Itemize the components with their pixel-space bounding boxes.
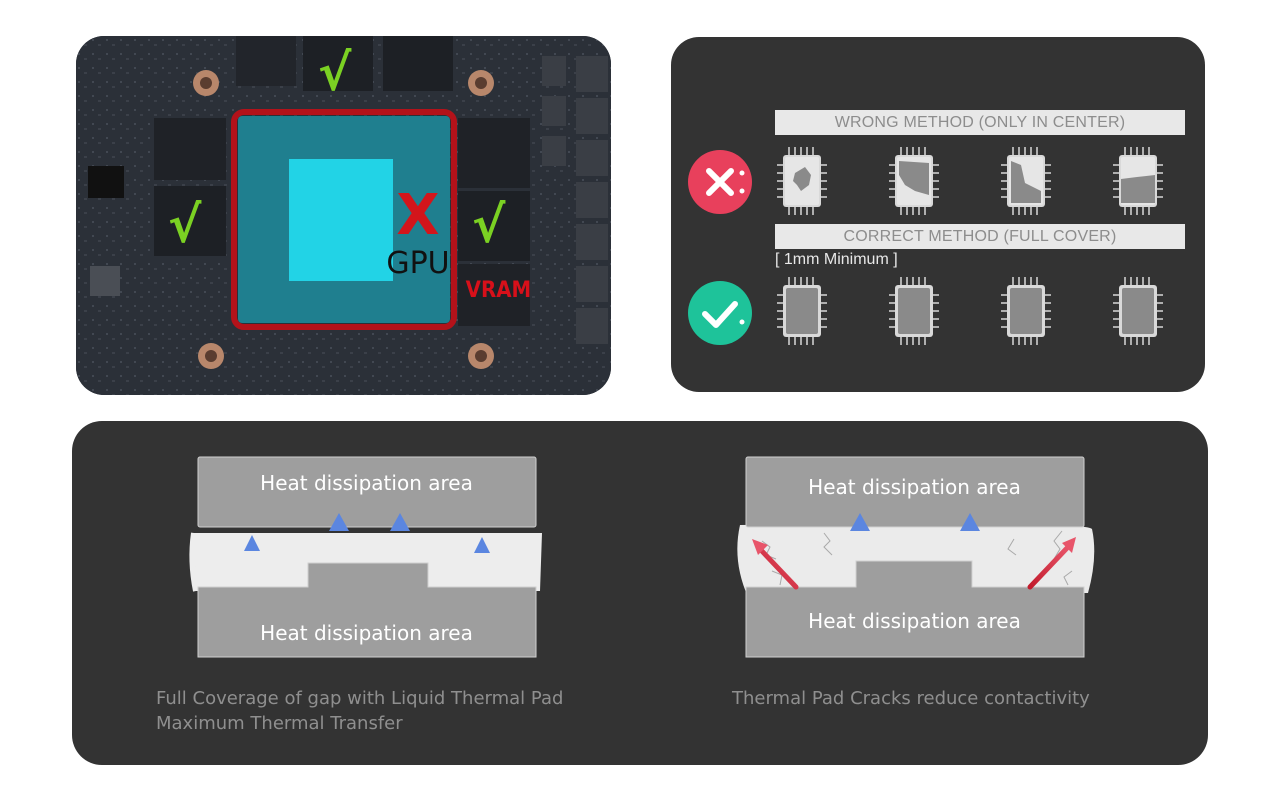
comparison-diagrams (189, 456, 1095, 658)
thermal-comparison-panel: Heat dissipation area Heat dissipation a… (72, 421, 1208, 765)
wrong-method-chips (776, 146, 1164, 216)
correct-method-label: CORRECT METHOD (FULL COVER) (775, 224, 1185, 249)
gpu-wrong-mark: X (396, 183, 440, 248)
full-coverage-diagram (189, 456, 542, 658)
left-caption-line1: Full Coverage of gap with Liquid Thermal… (156, 688, 564, 709)
cracked-pad-diagram (737, 456, 1095, 658)
right-caption: Thermal Pad Cracks reduce contactivity (732, 688, 1090, 709)
left-top-heat-label: Heat dissipation area (260, 471, 473, 495)
check-mark-right: √ (472, 196, 506, 254)
check-mark-top: √ (318, 44, 352, 102)
left-caption-line2: Maximum Thermal Transfer (156, 713, 403, 734)
gpu-label: GPU (386, 246, 450, 281)
application-method-panel: WRONG METHOD (ONLY IN CENTER) CORRECT ME… (671, 37, 1205, 392)
left-bottom-heat-label: Heat dissipation area (260, 621, 473, 645)
check-mark-left: √ (168, 196, 202, 254)
vram-label: VRAM (465, 278, 532, 303)
check-circle-icon (688, 281, 752, 345)
board-illustration (76, 36, 611, 395)
right-bottom-heat-label: Heat dissipation area (808, 609, 1021, 633)
x-circle-icon (688, 150, 752, 214)
right-top-heat-label: Heat dissipation area (808, 475, 1021, 499)
gpu-board-photo: X GPU VRAM √ √ √ (76, 36, 611, 395)
minimum-thickness-note: [ 1mm Minimum ] (775, 251, 898, 268)
wrong-method-label: WRONG METHOD (ONLY IN CENTER) (775, 110, 1185, 135)
correct-method-chips (776, 276, 1164, 346)
